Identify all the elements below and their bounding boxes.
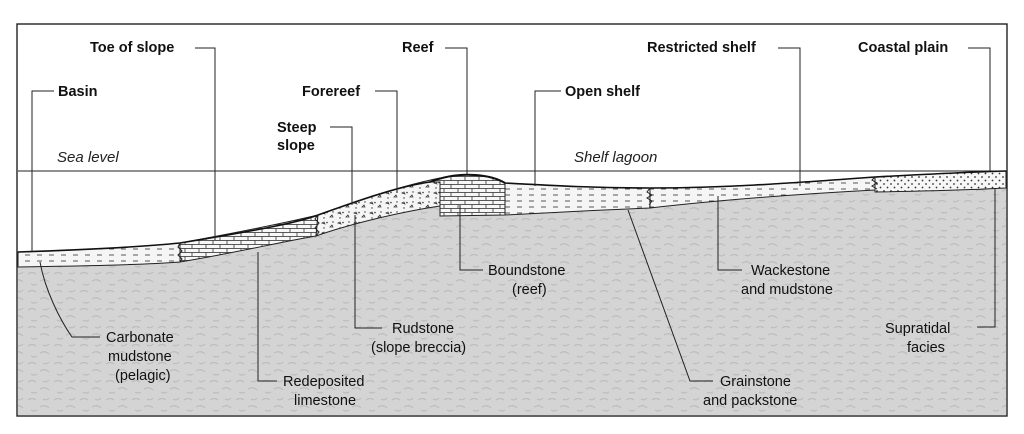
label-boundstone-line2: (reef)	[512, 282, 547, 298]
leader-coastal-plain	[968, 47, 991, 171]
leader-grainstone	[627, 209, 713, 382]
leader-supratidal	[977, 188, 996, 328]
facies-boundary-zigzag	[646, 187, 653, 206]
leader-carbonate-mudstone	[39, 261, 100, 338]
leader-reef	[445, 47, 468, 174]
label-grainstone-line2: and packstone	[703, 393, 797, 409]
label-steep-slope-line2: slope	[277, 138, 315, 154]
leader-steep-slope	[330, 126, 353, 205]
leader-redeposited	[257, 252, 277, 382]
label-supratidal-line2: facies	[907, 340, 945, 356]
label-sea-level: Sea level	[57, 149, 119, 166]
label-open-shelf: Open shelf	[565, 84, 640, 100]
leader-restricted-shelf	[778, 47, 801, 186]
label-carbonate-line3: (pelagic)	[115, 368, 171, 384]
label-boundstone-line1: Boundstone	[488, 263, 565, 279]
leader-open-shelf	[534, 90, 561, 186]
label-carbonate-line2: mudstone	[108, 349, 172, 365]
facies-boundary-zigzag	[177, 242, 183, 263]
label-rudstone-line1: Rudstone	[392, 321, 454, 337]
label-wackestone-line1: Wackestone	[751, 263, 830, 279]
label-shelf-lagoon: Shelf lagoon	[574, 149, 657, 166]
seafloor-profile	[17, 170, 1007, 253]
label-forereef: Forereef	[302, 84, 360, 100]
label-steep-slope-line1: Steep	[277, 120, 317, 136]
label-redeposited-line1: Redeposited	[283, 374, 364, 390]
label-redeposited-line2: limestone	[294, 393, 356, 409]
label-coastal-plain: Coastal plain	[858, 40, 948, 56]
leader-toe-of-slope	[195, 47, 216, 240]
leader-rudstone	[354, 215, 382, 329]
leader-boundstone	[459, 205, 483, 271]
label-supratidal-line1: Supratidal	[885, 321, 950, 337]
reef-boundstone	[429, 174, 506, 217]
label-restricted-shelf: Restricted shelf	[647, 40, 756, 56]
label-carbonate-line1: Carbonate	[106, 330, 174, 346]
label-toe-of-slope: Toe of slope	[90, 40, 174, 56]
facies-boundary-zigzag	[871, 176, 878, 190]
label-reef: Reef	[402, 40, 434, 56]
label-wackestone-line2: and mudstone	[741, 282, 833, 298]
facies-boundary-zigzag	[314, 214, 320, 237]
label-grainstone-line1: Grainstone	[720, 374, 791, 390]
leader-basin	[31, 90, 54, 252]
leader-forereef	[375, 90, 398, 193]
label-basin: Basin	[58, 84, 98, 100]
label-rudstone-line2: (slope breccia)	[371, 340, 466, 356]
leader-wackestone	[717, 196, 742, 271]
